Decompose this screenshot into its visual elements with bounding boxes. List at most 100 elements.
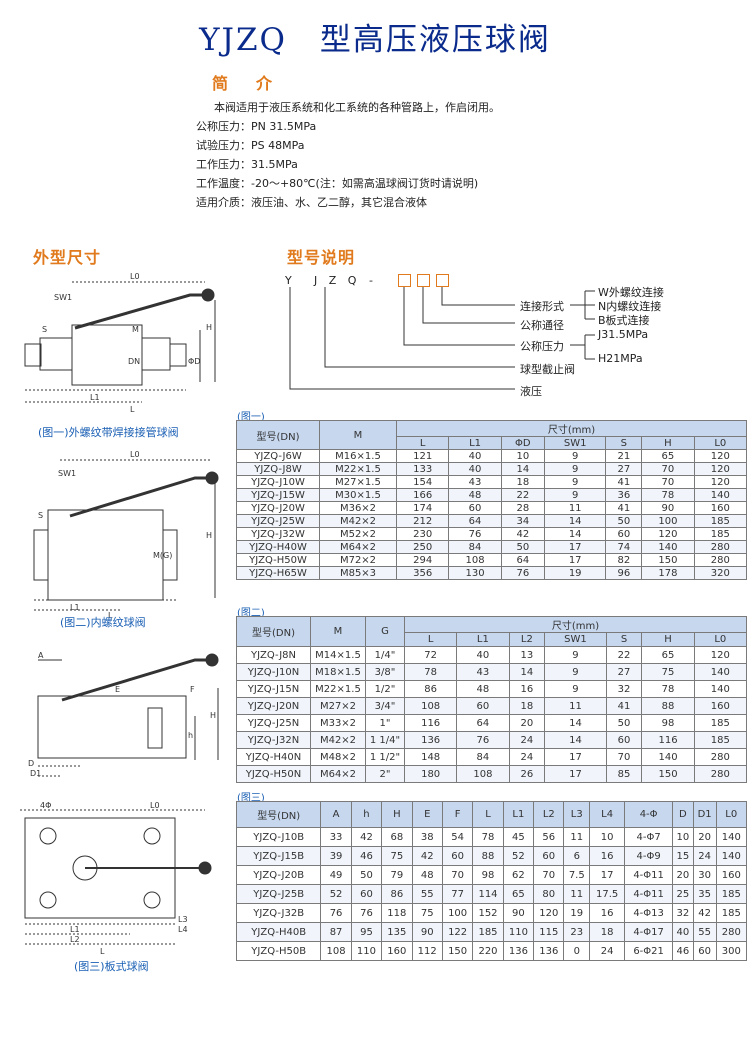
value-cell: M48×2 <box>310 748 366 766</box>
value-cell: 78 <box>403 663 458 681</box>
value-cell: 40 <box>671 922 694 942</box>
value-cell: 135 <box>381 922 413 942</box>
value-cell: 148 <box>403 748 458 766</box>
table1-subhead-cell: L0 <box>693 436 748 450</box>
model-cell: YJZQ-J25W <box>236 514 320 528</box>
value-cell: M42×2 <box>319 514 397 528</box>
table2-head-dims: 尺寸(mm) <box>404 616 747 633</box>
code-box-1 <box>398 274 411 287</box>
value-cell: 230 <box>395 527 450 541</box>
value-cell: 10 <box>500 449 545 463</box>
label-ball-valve: 球型截止阀 <box>520 363 575 376</box>
fig3-label-a: A <box>38 651 44 660</box>
value-cell: 100 <box>641 514 695 528</box>
table2-subhead-cell: L <box>403 632 458 647</box>
fig1-label-dn: DN <box>128 357 140 366</box>
value-cell: 65 <box>641 449 695 463</box>
value-cell: 140 <box>693 488 748 502</box>
model-cell: YJZQ-J15W <box>236 488 320 502</box>
value-cell: 49 <box>320 865 352 885</box>
value-cell: 180 <box>403 765 458 783</box>
value-cell: 17 <box>544 765 607 783</box>
value-cell: 78 <box>641 680 695 698</box>
value-cell: 40 <box>456 646 510 664</box>
model-cell: YJZQ-H50W <box>236 553 320 567</box>
value-cell: 60 <box>533 846 565 866</box>
value-cell: 32 <box>671 903 694 923</box>
value-cell: 9 <box>544 646 607 664</box>
table3-head-cell: h <box>350 801 383 828</box>
fig4-label-l1: L1 <box>70 925 80 934</box>
value-cell: 122 <box>441 922 474 942</box>
value-cell: 55 <box>692 922 717 942</box>
value-cell: 108 <box>403 697 458 715</box>
value-cell: 60 <box>456 697 510 715</box>
table2: 型号(DN) M G 尺寸(mm) L L1 L2 SW1 S H L0 YJZ… <box>236 616 748 783</box>
value-cell: 11 <box>543 501 607 515</box>
value-cell: M72×2 <box>319 553 397 567</box>
value-cell: 9 <box>543 462 607 476</box>
label-hydraulic: 液压 <box>520 385 542 398</box>
fig4-label-l4: L4 <box>178 925 188 934</box>
fig4-label-l0: L0 <box>150 801 160 810</box>
opt-b: B板式连接 <box>598 314 650 327</box>
fig1-label-l: L <box>130 405 135 414</box>
value-cell: 10 <box>671 827 694 847</box>
value-cell: 50 <box>605 514 643 528</box>
model-cell: YJZQ-H40W <box>236 540 320 554</box>
value-cell: M22×1.5 <box>319 462 397 476</box>
value-cell: 23 <box>563 922 591 942</box>
value-cell: 68 <box>381 827 413 847</box>
value-cell: 60 <box>605 527 643 541</box>
value-cell: 38 <box>411 827 443 847</box>
table2-subhead-cell: SW1 <box>544 632 607 647</box>
table1-subhead-cell: H <box>641 436 695 450</box>
value-cell: 24 <box>589 941 626 961</box>
value-cell: 85 <box>605 765 643 783</box>
fig1-label-sw1: SW1 <box>54 293 72 302</box>
value-cell: 50 <box>605 714 643 732</box>
value-cell: 150 <box>641 765 695 783</box>
value-cell: 212 <box>395 514 450 528</box>
value-cell: 90 <box>641 501 695 515</box>
table3-head-cell: L4 <box>589 801 626 828</box>
value-cell: 35 <box>692 884 717 904</box>
value-cell: 84 <box>448 540 502 554</box>
value-cell: 28 <box>500 501 545 515</box>
value-cell: 82 <box>605 553 643 567</box>
value-cell: 19 <box>543 566 607 580</box>
fig2-drawing: L0 SW1 S H M(G) L1 L <box>33 450 219 618</box>
value-cell: 20 <box>692 827 717 847</box>
value-cell: 88 <box>641 697 695 715</box>
fig1-label-s: S <box>42 325 47 334</box>
fig3-caption: (图三)板式球阀 <box>74 960 149 973</box>
value-cell: 140 <box>693 680 748 698</box>
value-cell: 17 <box>589 865 626 885</box>
value-cell: 133 <box>395 462 450 476</box>
value-cell: 10 <box>589 827 626 847</box>
value-cell: 25 <box>671 884 694 904</box>
value-cell: 52 <box>320 884 352 904</box>
model-cell: YJZQ-J10W <box>236 475 320 489</box>
value-cell: 1 1/2" <box>365 748 405 766</box>
fig3-label-h: H <box>210 711 216 720</box>
value-cell: 140 <box>715 846 748 866</box>
value-cell: 9 <box>544 663 607 681</box>
fig3-drawing: A E F h H D D1 <box>28 651 219 778</box>
table2-head-m: M <box>310 616 366 647</box>
value-cell: 84 <box>456 748 510 766</box>
value-cell: 120 <box>693 475 748 489</box>
value-cell: M52×2 <box>319 527 397 541</box>
value-cell: 48 <box>448 488 502 502</box>
intro-line: 本阀适用于液压系统和化工系统的各种管路上，作启闭用。 <box>214 101 500 114</box>
value-cell: 70 <box>441 865 474 885</box>
model-cell: YJZQ-J8N <box>236 646 311 664</box>
